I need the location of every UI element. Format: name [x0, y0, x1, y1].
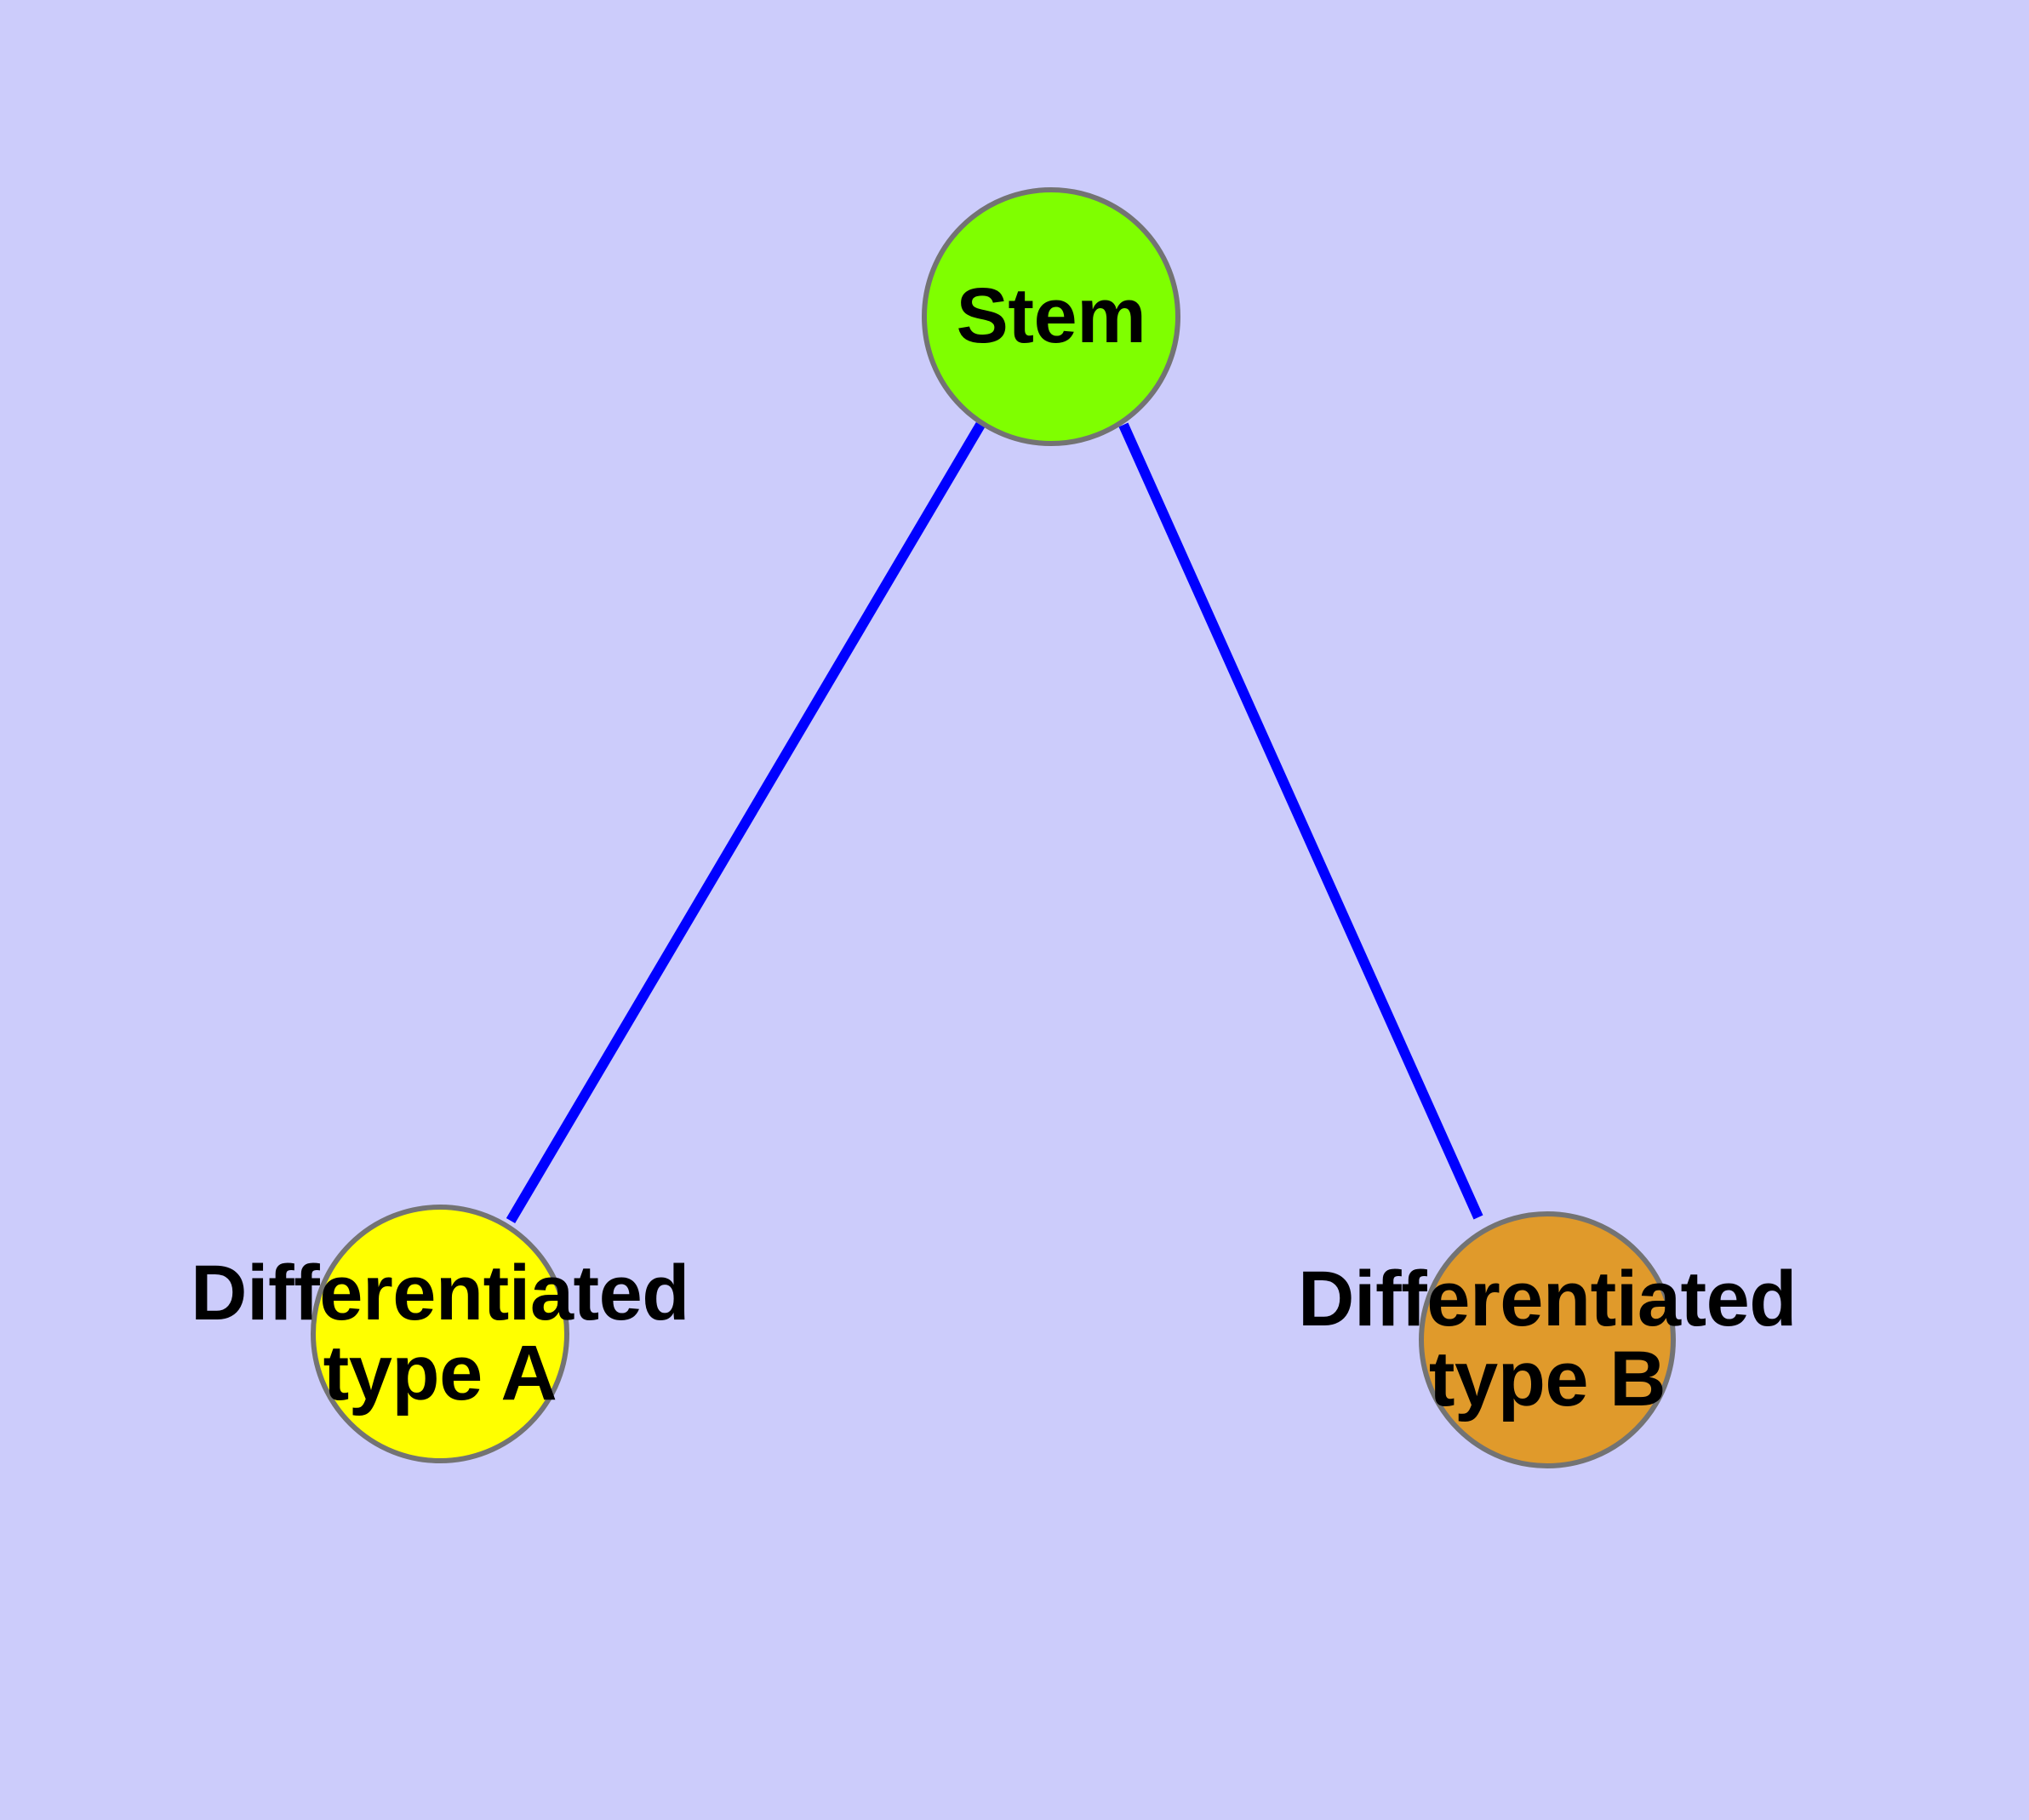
node-stem[interactable] — [922, 187, 1180, 446]
node-differentiated-type-b[interactable] — [1419, 1211, 1676, 1468]
node-differentiated-type-a[interactable] — [311, 1205, 569, 1463]
edge-stem-to-differentiated-type-b[interactable] — [1118, 422, 1483, 1220]
edge-stem-to-differentiated-type-a[interactable] — [506, 421, 986, 1224]
